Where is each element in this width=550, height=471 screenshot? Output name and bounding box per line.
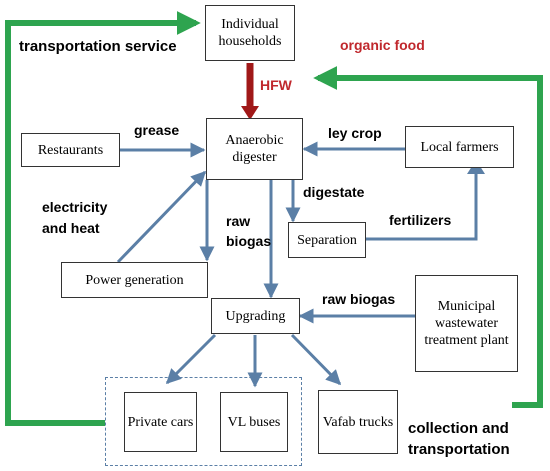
- anaerobic-digester-box: Anaerobic digester: [206, 118, 303, 180]
- organic-food-label: organic food: [340, 37, 425, 53]
- local-farmers-box: Local farmers: [405, 126, 514, 168]
- transportation-service-flow: [5, 11, 201, 426]
- private-cars-box: Private cars: [124, 392, 197, 452]
- transportation-service-label: transportation service: [19, 38, 177, 55]
- digestate-label: digestate: [303, 184, 365, 200]
- individual-households-box: Individual households: [205, 5, 295, 61]
- fertilizers-label: fertilizers: [389, 212, 452, 228]
- ley-crop-label: ley crop: [328, 125, 382, 141]
- power-generation-box: Power generation: [61, 262, 208, 298]
- vehicle-group-box: [105, 377, 302, 466]
- hfw-label: HFW: [260, 77, 292, 93]
- vl-buses-box: VL buses: [220, 392, 288, 452]
- raw-biogas-label-1: raw biogas: [226, 213, 272, 249]
- electricity-arrow: [116, 170, 207, 264]
- collection-organic-food-flow: [313, 66, 543, 408]
- electricity-heat-label: electricity and heat: [42, 199, 108, 236]
- restaurants-box: Restaurants: [21, 133, 120, 167]
- separation-box: Separation: [288, 222, 366, 258]
- collection-transportation-label: collection and transportation: [408, 420, 510, 458]
- vafab-trucks-box: Vafab trucks: [318, 390, 398, 454]
- wastewater-plant-box: Municipal wastewater treatment plant: [415, 275, 518, 372]
- raw-biogas-label-2: raw biogas: [322, 291, 396, 307]
- upgrading-to-cars-arrow: [165, 333, 217, 385]
- fertilizers-arrow: [366, 168, 478, 241]
- grease-label: grease: [134, 122, 180, 138]
- upgrading-box: Upgrading: [211, 298, 300, 334]
- upgrading-to-trucks-arrow: [290, 333, 342, 386]
- hfw-arrowhead: [241, 106, 259, 120]
